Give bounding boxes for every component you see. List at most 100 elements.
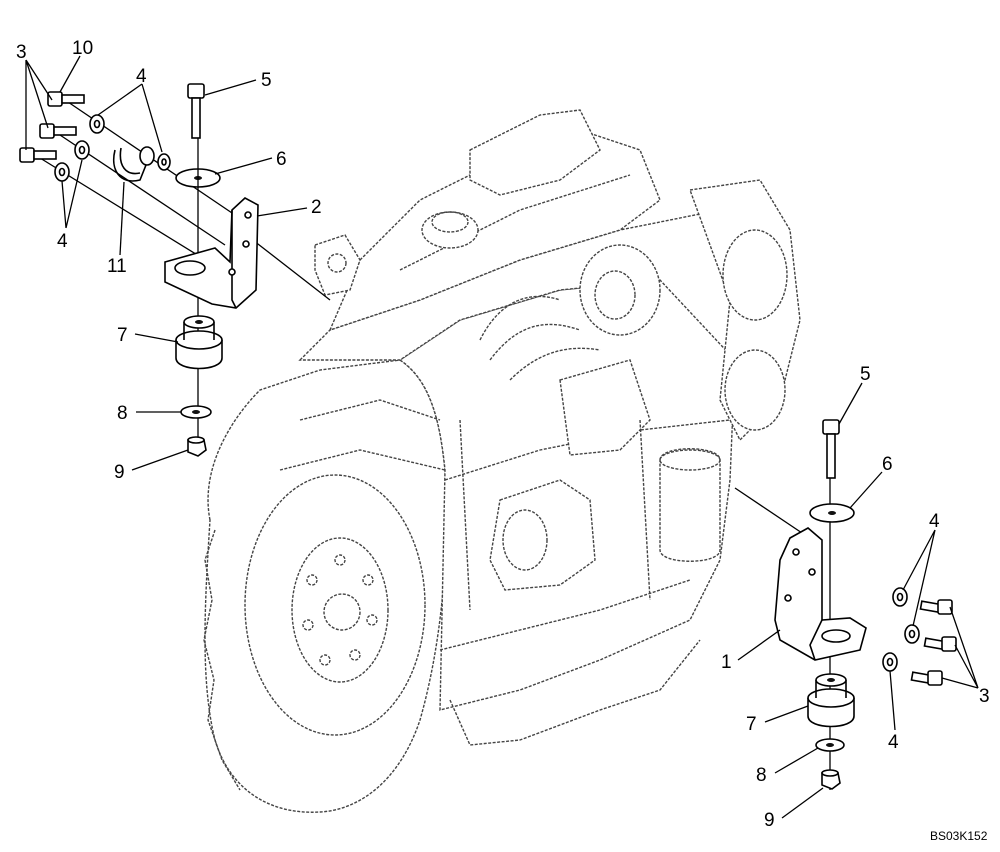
block-rib	[279, 449, 446, 471]
oil-filler-cap-top	[431, 211, 469, 233]
leader-bolt-bottom	[39, 157, 226, 273]
intake-manifold	[469, 109, 601, 196]
flat-washer-8-hole	[192, 410, 200, 414]
lifting-eye	[314, 234, 361, 296]
callout-2: 2	[311, 197, 322, 218]
ground-strap-11	[113, 149, 149, 182]
callout-4-right-bottom: 4	[888, 732, 899, 753]
leader-4-right-top	[902, 529, 936, 627]
flywheel-hub	[323, 593, 361, 631]
starter-motor	[489, 479, 596, 591]
leader-1	[737, 629, 781, 661]
right-mount-group	[734, 419, 957, 790]
callout-7-right: 7	[746, 714, 757, 735]
callout-8-left: 8	[117, 403, 128, 424]
injection-pump	[559, 359, 651, 456]
bolt-5-right	[822, 419, 840, 479]
flywheel	[244, 474, 426, 736]
callout-9-right: 9	[764, 810, 775, 831]
callout-5-left: 5	[261, 70, 272, 91]
leader-10	[59, 55, 81, 93]
leader-7-left	[134, 333, 179, 343]
oil-filter-top	[659, 449, 721, 471]
callout-6-right: 6	[882, 454, 893, 475]
mount-bracket-2-bolt-hole	[242, 240, 250, 248]
mount-bracket-1-hole	[821, 629, 851, 643]
leader-5-left	[204, 79, 257, 96]
leader-8-right	[774, 747, 819, 774]
callout-labels: 3 10 4 4 5 6 2 11 7 8 9 5 6 4 4 3 1 7 8 …	[16, 38, 990, 831]
rubber-isolator-7-right	[807, 673, 855, 728]
fuel-lines	[479, 295, 601, 381]
oil-filter	[659, 448, 721, 562]
leader-6-right	[849, 471, 883, 509]
flat-washer-8-right-hole	[826, 743, 834, 747]
leader-3-left	[25, 59, 53, 150]
callout-4-left-top: 4	[136, 66, 147, 87]
block-rib	[459, 419, 471, 611]
block-lower-edge	[439, 579, 691, 651]
leader-11	[119, 181, 125, 256]
flywheel-bolt	[306, 574, 318, 586]
flywheel-bolt	[349, 649, 361, 661]
lock-washer-4-hole	[78, 145, 86, 155]
lock-washer-4-hole	[93, 119, 101, 129]
mount-bracket-2-hole	[174, 260, 206, 276]
lock-washer-4-right-hole	[896, 592, 904, 602]
callout-9-left: 9	[114, 462, 125, 483]
starter-end	[502, 509, 548, 571]
callout-4-left-bottom: 4	[57, 231, 68, 252]
flywheel-bolt	[319, 654, 331, 666]
left-mount-group	[19, 83, 331, 457]
flywheel-bolt	[302, 619, 314, 631]
leader-4-bottom	[61, 159, 83, 229]
leader-9-left	[131, 449, 189, 471]
mount-bracket-1-bolt-hole	[784, 594, 792, 602]
mount-bracket-2-bolt-hole	[228, 268, 236, 276]
callout-4-right-top: 4	[929, 511, 940, 532]
callout-5-right: 5	[860, 364, 871, 385]
callout-3-left: 3	[16, 42, 27, 63]
leader-3-right	[941, 606, 979, 689]
mount-bracket-2	[164, 197, 259, 309]
bolt-3-right-top	[919, 599, 953, 615]
leader-4-right-bottom	[889, 670, 896, 731]
lock-washer-4-hole	[58, 167, 66, 177]
bolt-3-bottom	[19, 147, 57, 163]
flywheel-bolt	[366, 614, 378, 626]
block-rib	[299, 399, 441, 421]
mount-bracket-1-fold	[809, 619, 823, 661]
lock-washer-4-right-hole	[908, 629, 916, 639]
hex-nut-9-right	[821, 769, 841, 790]
bolt-10	[47, 91, 85, 107]
bolt-5	[187, 83, 205, 139]
mount-bracket-1-bolt-hole	[808, 568, 816, 576]
block-rib	[639, 419, 651, 601]
oil-pan	[449, 639, 701, 746]
lock-washer-4-right-hole	[886, 657, 894, 667]
callout-leaders	[25, 55, 979, 819]
mount-bracket-2-bolt-hole	[244, 211, 252, 219]
ground-strap-11-inner	[119, 147, 141, 175]
leader-2	[256, 207, 308, 217]
leader-5-right	[838, 382, 863, 425]
callout-6-left: 6	[276, 149, 287, 170]
mount-bracket-1-bolt-hole	[792, 548, 800, 556]
water-pump	[724, 349, 786, 431]
callout-11: 11	[107, 256, 127, 277]
flywheel-bolt	[334, 554, 346, 566]
bolt-3-right-bottom	[910, 670, 943, 686]
lock-washer-4-hole	[161, 158, 167, 166]
flywheel-inner	[291, 537, 389, 683]
bolt-3-middle	[39, 123, 77, 139]
callout-10: 10	[72, 38, 93, 59]
callout-1: 1	[721, 652, 732, 673]
oil-filler-cap	[421, 211, 479, 249]
callout-7-left: 7	[117, 325, 128, 346]
leader-4-top	[97, 83, 163, 153]
mount-bracket-1	[774, 527, 867, 661]
flat-washer-6-right-hole	[828, 511, 836, 515]
leader-7-right	[764, 705, 809, 723]
leader-6-left	[214, 157, 273, 175]
